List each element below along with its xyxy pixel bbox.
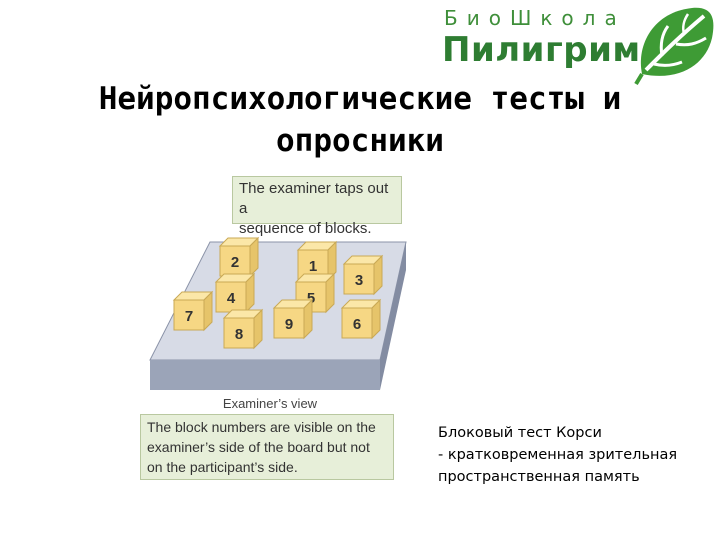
block-6: 6 — [340, 298, 382, 340]
block-number-6: 6 — [353, 316, 361, 333]
page-title: Нейропсихологические тесты и опросники — [98, 81, 622, 159]
logo-title: Пилигрим — [442, 30, 641, 70]
block-number-4: 4 — [227, 290, 236, 307]
examiner-view-label: Examiner’s view — [222, 396, 318, 411]
leaf-logo-icon — [634, 7, 714, 86]
block-4: 4 — [214, 272, 256, 314]
block-3: 3 — [342, 254, 384, 296]
block-number-9: 9 — [285, 316, 293, 333]
block-number-8: 8 — [235, 326, 243, 343]
block-group: 2 1 3 4 5 7 6 9 8 — [172, 236, 384, 350]
corsi-block-figure: 2 1 3 4 5 7 6 9 8 The examiner taps out a sequen… — [140, 170, 410, 490]
block-visibility-callout: The block numbers are visible on the exa… — [140, 414, 394, 480]
block-8: 8 — [222, 308, 264, 350]
block-number-3: 3 — [355, 272, 363, 289]
block-number-1: 1 — [309, 258, 317, 275]
corsi-caption: Блоковый тест Корси - кратковременная зр… — [438, 422, 718, 488]
caption-line-3: пространственная память — [438, 469, 640, 485]
logo-subtitle: БиоШкола — [444, 6, 626, 30]
block-9: 9 — [272, 298, 314, 340]
block-number-2: 2 — [231, 254, 239, 271]
block-number-7: 7 — [185, 308, 193, 325]
block-2: 2 — [218, 236, 260, 278]
caption-line-2: - кратковременная зрительная — [438, 447, 678, 463]
corsi-board: 2 1 3 4 5 7 6 9 8 — [149, 236, 407, 390]
caption-line-1: Блоковый тест Корси — [438, 425, 602, 441]
examiner-note-callout: The examiner taps out a sequence of bloc… — [232, 176, 402, 237]
block-number-5: 5 — [307, 290, 315, 307]
block-7: 7 — [172, 290, 214, 332]
